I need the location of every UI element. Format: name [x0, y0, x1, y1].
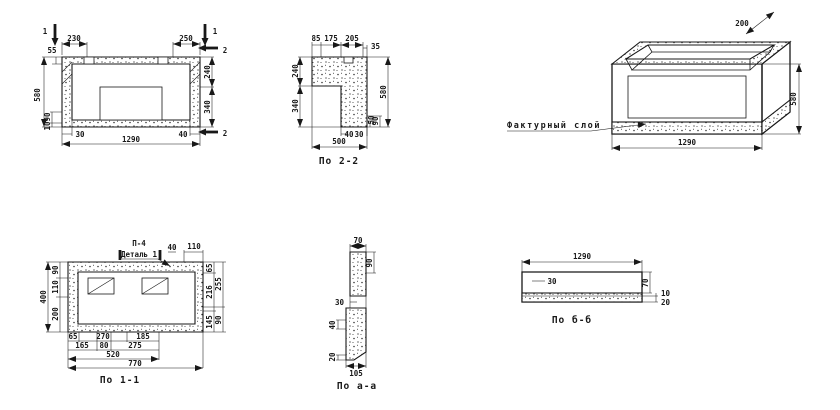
dim-340: 340 [291, 99, 300, 113]
top-slot-left [83, 56, 95, 65]
view-elevation: 1 1 2 2 230 250 55 580 90 10 30 40 1290 … [33, 24, 228, 147]
section22-dimension-lines [297, 42, 391, 150]
axon-dimension-lines [507, 11, 802, 151]
dim-70: 70 [641, 278, 650, 288]
dim-110-left: 110 [51, 280, 60, 294]
dim-340: 340 [203, 100, 212, 114]
dim-30: 30 [354, 130, 364, 139]
view-section-2-2: 85 175 205 35 240 340 580 90 40 30 50 50… [291, 34, 391, 167]
top-slot-right [157, 56, 169, 65]
dim-90: 90 [365, 258, 374, 268]
dim-580: 580 [379, 85, 388, 99]
sectionAA-dimension-lines [336, 243, 376, 369]
dim-240: 240 [203, 65, 212, 79]
dim-185-bottom: 185 [136, 332, 150, 341]
dim-35: 35 [371, 42, 380, 51]
dim-20: 20 [328, 352, 337, 362]
dim-200: 200 [735, 19, 749, 28]
dim-250: 250 [179, 34, 193, 43]
dim-1290: 1290 [678, 138, 697, 147]
view-section-b-b: 1290 30 70 10 20 По б-б [521, 252, 671, 326]
dim-50: 50 [367, 115, 376, 125]
dim-30: 30 [335, 298, 345, 307]
dim-205: 205 [345, 34, 359, 43]
dim-275-bottom: 275 [128, 341, 142, 350]
section22-body [311, 56, 368, 128]
elevation-hatch [61, 61, 201, 85]
dim-40: 40 [344, 130, 354, 139]
axon-front-recess [627, 75, 747, 119]
elevation-dimension-lines [41, 41, 215, 147]
dim-165-bottom: 165 [75, 341, 89, 350]
dim-105: 105 [349, 369, 363, 378]
view-axonometric: 200 Фактурный слой 1290 580 [507, 11, 802, 151]
dim-40: 40 [328, 320, 337, 330]
dim-1290: 1290 [573, 252, 592, 261]
sectionBB-dimension-lines [521, 259, 658, 303]
dim-30: 30 [547, 277, 557, 286]
section-cut-marks [51, 24, 218, 136]
axon-recess-walls [625, 44, 775, 71]
dim-110-top: 110 [187, 242, 201, 251]
detail-mark-label: П-4 [132, 239, 146, 248]
dim-10: 10 [43, 121, 52, 131]
dim-580: 580 [33, 88, 42, 102]
section11-dimension-lines [45, 250, 226, 371]
dim-70: 70 [353, 236, 363, 245]
section11-title: По 1-1 [100, 375, 140, 386]
sectionAA-top-piece [349, 251, 367, 297]
detail-cut-marks [118, 250, 162, 260]
detail-label: Деталь 1 [121, 250, 158, 259]
section22-notch [343, 56, 354, 64]
view-section-a-a: 70 90 30 40 20 105 По а-а [328, 236, 377, 392]
panel-recess [99, 86, 163, 121]
dim-145-right: 145 [205, 315, 214, 329]
dim-1290: 1290 [122, 135, 141, 144]
dim-65-right: 65 [205, 263, 214, 272]
dim-30: 30 [75, 130, 85, 139]
axon-top-face [610, 41, 792, 65]
dim-200-left: 200 [51, 307, 60, 321]
sectionAA-title: По а-а [337, 381, 377, 392]
dim-10: 10 [661, 289, 671, 298]
dim-520-bottom: 520 [106, 350, 120, 359]
dim-216-right: 216 [205, 285, 214, 299]
axon-right-facing [761, 98, 791, 136]
mark-1-left: 1 [43, 27, 48, 36]
sectionBB-facing [521, 292, 643, 303]
dim-20: 20 [661, 298, 671, 307]
dim-255-right: 255 [214, 277, 223, 291]
dim-400-left: 400 [39, 290, 48, 304]
dim-500: 500 [332, 137, 346, 146]
axon-facing-strip [611, 121, 763, 135]
mark-2-top: 2 [223, 46, 228, 55]
dim-580: 580 [789, 92, 798, 106]
dim-770-bottom: 770 [128, 359, 142, 368]
facing-layer-callout: Фактурный слой [507, 121, 601, 131]
dim-80-bottom: 80 [99, 341, 109, 350]
void-diagonal-right [141, 277, 169, 295]
dim-90-left: 90 [51, 265, 60, 275]
dim-90-right: 90 [214, 315, 223, 325]
dim-90: 90 [43, 112, 52, 122]
mark-1-right: 1 [213, 27, 218, 36]
dim-175: 175 [324, 34, 338, 43]
sectionBB-title: По б-б [552, 315, 592, 326]
section22-title: По 2-2 [319, 156, 359, 167]
dim-230: 230 [67, 34, 81, 43]
dim-55: 55 [47, 46, 56, 55]
dim-270-bottom: 270 [96, 332, 110, 341]
view-section-1-1: П-4 Деталь 1 40 110 90 110 200 400 65 21… [39, 239, 226, 386]
dim-240: 240 [291, 64, 300, 78]
section11-body [67, 261, 204, 333]
sectionAA-bottom-piece [345, 307, 367, 361]
dim-65-bottom: 65 [68, 332, 77, 341]
dim-85: 85 [311, 34, 320, 43]
mark-2-bottom: 2 [223, 129, 228, 138]
dim-40: 40 [167, 243, 177, 252]
void-diagonal-left [87, 277, 115, 295]
dim-40: 40 [178, 130, 188, 139]
dim-90: 90 [371, 116, 380, 126]
